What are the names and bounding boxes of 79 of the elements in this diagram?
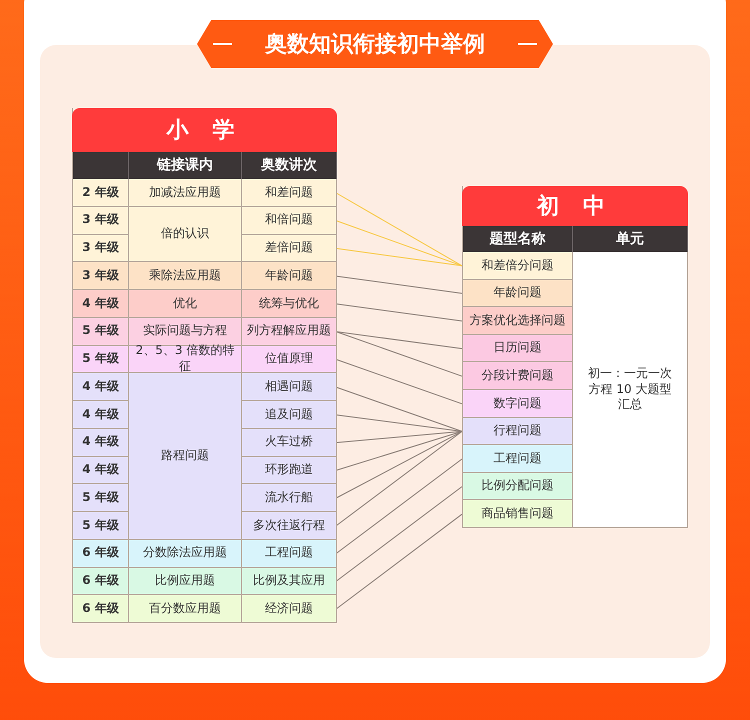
table-cell: 追及问题 [242,401,337,429]
table-cell: 乘除法应用题 [129,262,242,290]
table-cell: 3 年级 [73,234,129,262]
connector-line [336,458,462,554]
table-cell: 相遇问题 [242,373,337,401]
column-header: 链接课内 [129,152,242,179]
table-cell: 行程问题 [463,418,573,446]
table-cell: 和倍问题 [242,206,337,234]
connector-line [336,514,462,610]
table-cell: 3 年级 [73,262,129,290]
connector-line [336,386,462,432]
table-cell: 商品销售问题 [463,500,573,528]
title-text: 奥数知识衔接初中举例 [264,31,486,58]
table-panel [462,186,687,528]
table-cell: 流水行船 [242,484,337,512]
table-cell: 比例应用题 [129,568,242,596]
table-cell: 方案优化选择问题 [463,307,573,335]
connector-line [336,248,462,266]
table-cell: 工程问题 [242,540,337,568]
table-cell: 6 年级 [73,568,129,596]
table-cell: 日历问题 [463,334,573,362]
table-heading: 小 学 [72,108,337,152]
table-cell: 6 年级 [73,540,129,568]
table-cell: 倍的认识 [129,206,242,262]
table-cell: 实际问题与方程 [129,318,242,346]
column-header: 单元 [573,226,688,252]
connector-line [336,276,462,294]
table-cell: 差倍问题 [242,234,337,262]
table-cell: 和差问题 [242,179,337,207]
connector-line [336,303,462,322]
table-cell: 分数除法应用题 [129,540,242,568]
table-cell: 数字问题 [463,390,573,418]
table-cell: 年龄问题 [242,262,337,290]
connector-line [336,192,462,266]
table-cell: 优化 [129,290,242,318]
table-cell: 路程问题 [129,373,242,540]
table-cell: 经济问题 [242,595,337,623]
table-cell: 4 年级 [73,401,129,429]
table-cell: 4 年级 [73,428,129,456]
connector-line [336,220,462,266]
table-cell: 年龄问题 [463,280,573,308]
table-cell: 位值原理 [242,346,337,374]
table-cell: 环形跑道 [242,456,337,484]
column-header: 题型名称 [463,226,573,252]
column-header: 奥数讲次 [242,152,337,179]
table-cell: 加减法应用题 [129,179,242,207]
connector-line [336,414,462,432]
table-cell: 5 年级 [73,318,129,346]
table-cell: 列方程解应用题 [242,318,337,346]
connector-line [336,430,462,526]
table-cell: 工程问题 [463,445,573,473]
table-cell: 初一：一元一次方程 10 大题型汇总 [573,252,688,528]
table-cell: 2、5、3 倍数的特征 [129,346,242,374]
table-heading: 初 中 [462,186,688,226]
table-cell: 多次往返行程 [242,512,337,540]
table-cell: 5 年级 [73,512,129,540]
table-panel [72,108,336,623]
table-cell: 4 年级 [73,456,129,484]
table-cell: 比例分配问题 [463,472,573,500]
table-cell: 和差倍分问题 [463,252,573,280]
table-cell: 统筹与优化 [242,290,337,318]
table-cell: 6 年级 [73,595,129,623]
table-cell: 3 年级 [73,206,129,234]
table-cell: 5 年级 [73,346,129,374]
connector-line [336,430,462,499]
connector-line [336,430,462,444]
connector-line [336,358,462,404]
table-cell: 火车过桥 [242,428,337,456]
connector-line [336,331,462,350]
table-cell: 2 年级 [73,179,129,207]
table-cell: 百分数应用题 [129,595,242,623]
connector-line [336,486,462,582]
table-cell: 4 年级 [73,290,129,318]
table-cell: 分段计费问题 [463,362,573,390]
table-cell: 4 年级 [73,373,129,401]
connector-line [336,331,462,377]
table-cell: 比例及其应用 [242,568,337,596]
connector-line [336,430,462,471]
table-cell: 5 年级 [73,484,129,512]
